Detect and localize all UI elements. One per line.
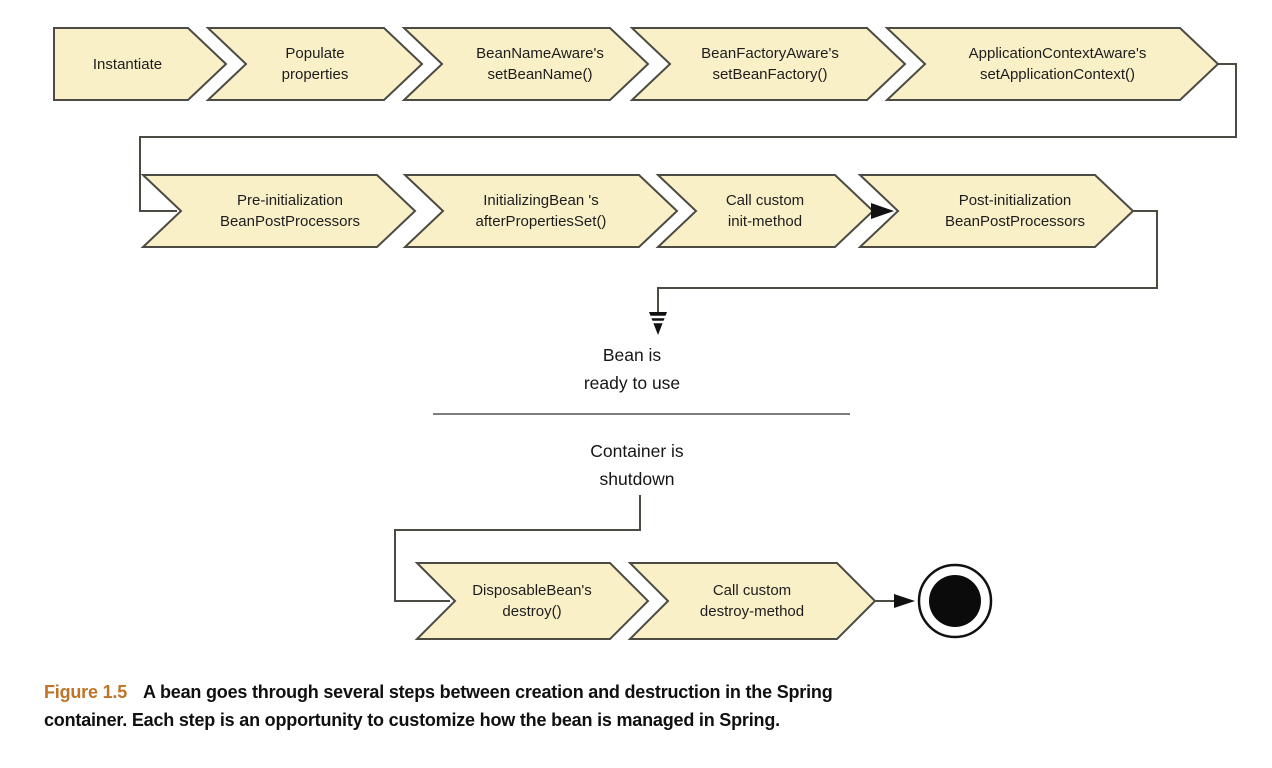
step-label-pre-init-beanpostprocessors: Pre-initialization BeanPostProcessors — [219, 192, 361, 230]
step-label-populate-properties: Populate properties — [281, 45, 349, 83]
connector-shutdown-to-row3 — [394, 495, 641, 602]
arrowhead-into-post-init-icon — [871, 203, 894, 219]
step-shape-populate-properties — [205, 27, 424, 101]
step-shape-after-properties-set — [402, 174, 679, 248]
caption-line1: A bean goes through several steps betwee… — [143, 682, 833, 702]
final-state-icon — [917, 563, 993, 639]
step-label-set-bean-factory: BeanFactoryAware's setBeanFactory() — [701, 45, 839, 83]
step-shape-set-bean-factory — [629, 27, 907, 101]
arrowhead-final-state-icon — [894, 594, 915, 608]
connector-row2-to-ready — [657, 210, 1158, 312]
step-shape-pre-init-beanpostprocessors — [140, 174, 417, 248]
step-shape-call-destroy-method — [627, 562, 877, 640]
step-shape-set-application-context — [884, 27, 1220, 101]
step-label-disposable-bean-destroy: DisposableBean's destroy() — [472, 582, 592, 620]
figure-caption: Figure 1.5 A bean goes through several st… — [44, 678, 1124, 734]
step-label-set-bean-name: BeanNameAware's setBeanName() — [476, 45, 604, 83]
figure-number: Figure 1.5 — [44, 682, 128, 702]
step-shape-post-init-beanpostprocessors — [857, 174, 1135, 248]
connector-row1-to-row2 — [139, 63, 1237, 212]
step-label-instantiate: Instantiate — [92, 55, 163, 73]
step-shape-set-bean-name — [401, 27, 650, 101]
milestone-bean-ready: Bean is ready to use — [583, 345, 681, 393]
milestone-container-shutdown: Container is shutdown — [590, 441, 684, 489]
step-shape-disposable-bean-destroy — [414, 562, 650, 640]
step-label-set-application-context: ApplicationContextAware's setApplication… — [968, 45, 1147, 83]
striped-arrowhead-icon — [646, 312, 670, 335]
step-label-post-init-beanpostprocessors: Post-initialization BeanPostProcessors — [944, 192, 1086, 230]
caption-line2: container. Each step is an opportunity t… — [44, 710, 780, 730]
step-label-call-init-method: Call custom init-method — [725, 192, 805, 230]
step-shape-instantiate — [53, 27, 228, 101]
step-label-after-properties-set: InitializingBean 's afterPropertiesSet() — [475, 192, 607, 230]
step-label-call-destroy-method: Call custom destroy-method — [699, 582, 805, 620]
step-shape-call-init-method — [655, 174, 875, 248]
